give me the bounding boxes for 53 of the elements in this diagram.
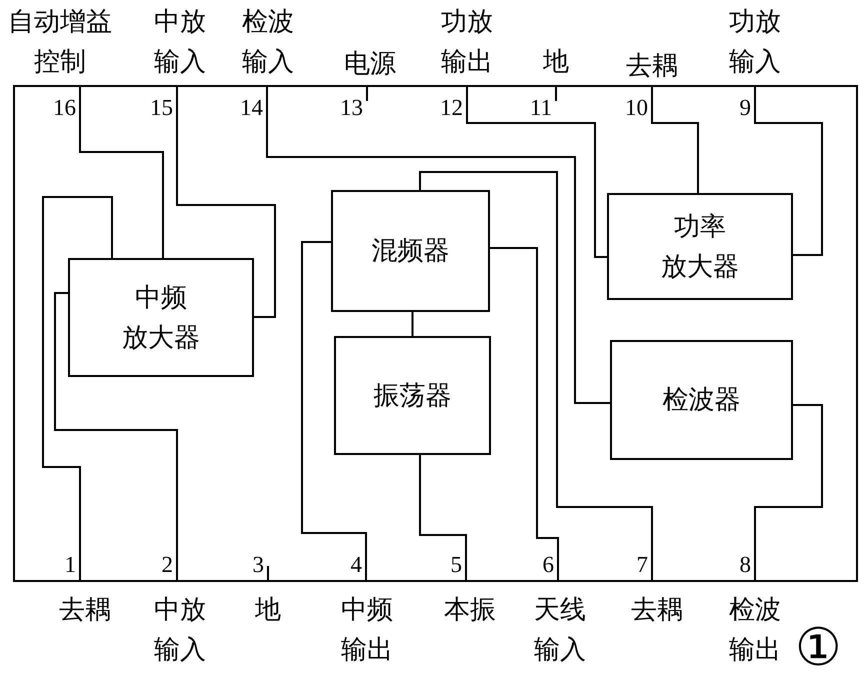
wire bbox=[176, 85, 276, 318]
pin-number: 15 bbox=[141, 95, 177, 123]
pin-number: 8 bbox=[719, 552, 755, 580]
wire bbox=[301, 241, 367, 582]
pin-label: 功放输入 bbox=[729, 6, 781, 78]
pin-number: 7 bbox=[616, 552, 652, 580]
pin-label: 电源 bbox=[344, 48, 396, 80]
pin-label: 中放输入 bbox=[154, 594, 206, 666]
wire bbox=[754, 404, 823, 582]
pin-number: 16 bbox=[44, 95, 80, 123]
pin-label: 去耦 bbox=[626, 50, 678, 82]
function-block: 中频放大器 bbox=[68, 258, 254, 377]
pin-number: 9 bbox=[719, 95, 755, 123]
pin-number: 5 bbox=[430, 552, 466, 580]
wire bbox=[54, 292, 178, 582]
wire bbox=[42, 196, 113, 582]
function-block: 混频器 bbox=[331, 190, 490, 312]
pin-label: 功放输出 bbox=[441, 6, 493, 78]
wire bbox=[466, 85, 607, 258]
pin-number: 12 bbox=[431, 95, 467, 123]
pin-number: 1 bbox=[44, 552, 80, 580]
function-block: 功率放大器 bbox=[607, 193, 793, 300]
pin-number: 4 bbox=[330, 552, 366, 580]
function-block: 振荡器 bbox=[334, 336, 491, 455]
pin-number: 10 bbox=[616, 95, 652, 123]
pin-number: 11 bbox=[520, 95, 556, 123]
pin-number: 3 bbox=[232, 552, 268, 580]
figure-number: ① bbox=[795, 618, 842, 678]
pin-number: 13 bbox=[331, 95, 367, 123]
pin-label: 天线输入 bbox=[534, 594, 586, 666]
pin-label: 去耦 bbox=[59, 594, 111, 626]
function-block: 检波器 bbox=[610, 340, 793, 460]
wire bbox=[490, 247, 559, 582]
wire bbox=[419, 455, 467, 582]
pin-label: 中放输入 bbox=[154, 6, 206, 78]
wire bbox=[266, 85, 610, 404]
chip-outline bbox=[13, 85, 858, 582]
pin-label: 地 bbox=[543, 46, 569, 78]
pin-label: 自动增益控制 bbox=[8, 6, 112, 78]
pin-label: 中频输出 bbox=[341, 594, 393, 666]
wire bbox=[754, 85, 823, 256]
pin-label: 去耦 bbox=[631, 594, 683, 626]
wire bbox=[419, 171, 653, 582]
wire bbox=[79, 85, 164, 258]
wire bbox=[412, 312, 414, 336]
wire bbox=[651, 85, 699, 193]
pin-label: 本振 bbox=[444, 594, 496, 626]
pin-number: 14 bbox=[231, 95, 267, 123]
pin-number: 2 bbox=[141, 552, 177, 580]
pin-label: 地 bbox=[255, 594, 281, 626]
pin-number: 6 bbox=[522, 552, 558, 580]
pin-label: 检波输入 bbox=[242, 6, 294, 78]
pin-label: 检波输出 bbox=[729, 594, 781, 666]
